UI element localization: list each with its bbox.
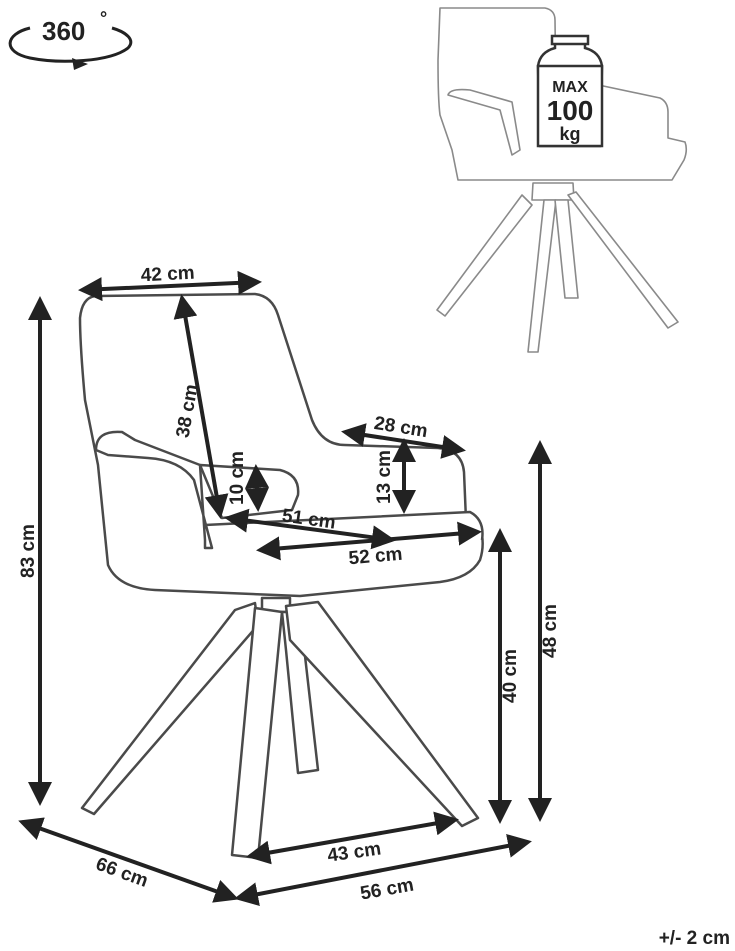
rotation-degree: ° bbox=[100, 8, 107, 28]
label-seat-height: 48 cm bbox=[540, 604, 561, 658]
chair-leg-right bbox=[284, 600, 480, 828]
small-chair-leg-right bbox=[567, 191, 679, 329]
main-chair bbox=[78, 292, 484, 860]
small-chair-left-arm bbox=[447, 88, 521, 156]
small-chair-leg-back bbox=[554, 199, 579, 299]
weight-icon: MAX 100 kg bbox=[536, 34, 604, 148]
rotation-label: 360 bbox=[42, 16, 85, 46]
label-top-width: 42 cm bbox=[140, 263, 195, 287]
label-seat-width: 52 cm bbox=[348, 544, 404, 570]
rotation-badge: 360 ° bbox=[8, 8, 133, 70]
label-width: 56 cm bbox=[359, 875, 416, 905]
label-arm-thickness: 10 cm bbox=[227, 451, 248, 505]
dimension-lines bbox=[18, 270, 552, 906]
capacity-unit: kg bbox=[559, 124, 580, 144]
dim-line-back-height bbox=[173, 294, 229, 519]
dim-line-width bbox=[234, 834, 532, 906]
dim-line-arm-thickness bbox=[245, 464, 269, 512]
small-chair-leg-left bbox=[436, 194, 533, 317]
dim-line-seat-width bbox=[256, 521, 482, 561]
small-chair-leg-front bbox=[527, 199, 557, 353]
rotation-arrow-icon bbox=[72, 58, 88, 70]
tolerance-note: +/- 2 cm bbox=[659, 928, 730, 949]
small-chair-swivel bbox=[531, 182, 575, 201]
capacity-max: MAX bbox=[552, 79, 588, 96]
label-total-height: 83 cm bbox=[18, 524, 39, 578]
label-arm-to-floor: 40 cm bbox=[500, 649, 521, 703]
chair-leg-left bbox=[80, 601, 260, 816]
capacity-value: 100 bbox=[547, 95, 594, 126]
label-arm-height: 13 cm bbox=[374, 450, 395, 504]
dim-line-depth bbox=[18, 817, 239, 903]
dim-line-top-width bbox=[78, 270, 262, 302]
small-chair: MAX 100 kg bbox=[436, 7, 688, 353]
